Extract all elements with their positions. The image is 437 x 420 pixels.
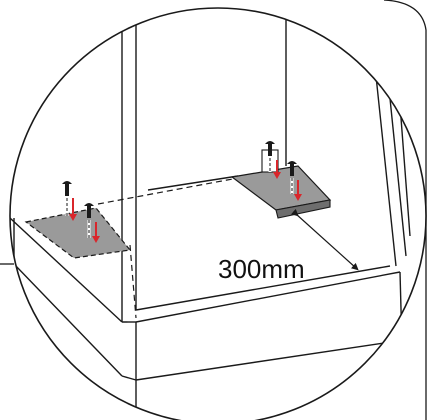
down-arrow-icon: [92, 222, 100, 243]
screw-icon: [84, 203, 94, 238]
outside-lines: [0, 0, 427, 420]
screw-icon: [265, 141, 275, 172]
alignment-guides: [97, 177, 239, 319]
down-arrow-icon: [294, 180, 302, 201]
magnifier-circle: [9, 7, 427, 420]
screw-icon: [287, 161, 297, 194]
down-arrow-icon: [69, 198, 77, 221]
cabinet-walls: [121, 8, 411, 322]
screw-icon: [62, 181, 72, 216]
left-mounting-plate: [24, 207, 132, 259]
down-arrow-icon: [273, 160, 281, 179]
dimension-label: 300mm: [218, 254, 305, 284]
dimension-line: [290, 208, 359, 271]
